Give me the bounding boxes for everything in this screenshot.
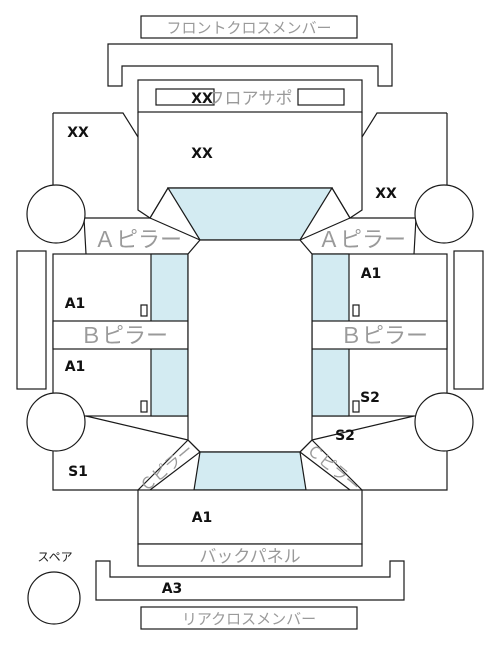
left-side-sill[interactable] [16, 250, 47, 390]
roof-opening[interactable] [187, 239, 313, 453]
rear-glass[interactable] [193, 451, 307, 491]
spare-label: スペア [37, 550, 72, 564]
floor-support-right-slot [297, 88, 345, 106]
back-panel-box[interactable] [137, 543, 363, 567]
right-rear-code: S2 [335, 428, 355, 444]
right-lower-code: S2 [360, 390, 380, 406]
b-pillar-left-band[interactable] [52, 320, 189, 350]
floor-support-left-slot [155, 88, 215, 106]
a-pillar-left-label: Ａピラー [94, 228, 182, 253]
floor-support-code: XX [191, 91, 213, 107]
left-upper-marker [140, 304, 148, 317]
rear-cross-member-bracket[interactable] [95, 560, 405, 601]
b-pillar-left-label: Ｂピラー [80, 324, 168, 349]
left-lower-code: A1 [65, 359, 86, 375]
front-left-code: XX [67, 125, 89, 141]
front-left-wheel[interactable] [26, 184, 86, 244]
front-cross-member-label: フロントクロスメンバー [166, 19, 331, 37]
left-lower-marker [140, 400, 148, 413]
a-pillar-right-label: Ａピラー [318, 228, 406, 253]
rear-member-code: A3 [162, 581, 183, 597]
rear-right-quarter[interactable] [311, 415, 448, 491]
right-upper-marker [352, 304, 360, 317]
a-pillar-left-outline [83, 187, 201, 255]
left-upper-code: A1 [65, 296, 86, 312]
rear-left-wheel[interactable] [26, 392, 86, 452]
rear-left-quarter[interactable] [52, 415, 189, 491]
right-side-sill[interactable] [453, 250, 484, 390]
b-pillar-right-band[interactable] [311, 320, 448, 350]
a-pillar-right-outline [299, 187, 417, 255]
windshield-glass[interactable] [166, 187, 334, 241]
left-rear-code: S1 [68, 464, 88, 480]
c-pillar-left-label: Ｃピラー [136, 440, 197, 496]
front-center-code: XX [191, 146, 213, 162]
rear-right-wheel[interactable] [414, 392, 474, 452]
front-cross-member-box[interactable] [140, 15, 358, 39]
spare-tire[interactable] [27, 571, 81, 625]
right-lower-marker [352, 400, 360, 413]
rear-center-panel[interactable] [137, 489, 363, 545]
rear-center-code: A1 [192, 510, 213, 526]
c-pillar-right-label: Ｃピラー [303, 440, 364, 496]
rear-cross-member-label: リアクロスメンバー [182, 610, 316, 628]
b-pillar-right-label: Ｂピラー [340, 324, 428, 349]
rear-cross-member-box[interactable] [140, 606, 358, 630]
front-right-code: XX [375, 186, 397, 202]
front-cross-member-bracket[interactable] [107, 43, 393, 87]
right-upper-code: A1 [361, 266, 382, 282]
floor-support-label: フロアサポ [208, 89, 293, 109]
front-right-wheel[interactable] [414, 184, 474, 244]
back-panel-label: バックパネル [199, 547, 300, 567]
